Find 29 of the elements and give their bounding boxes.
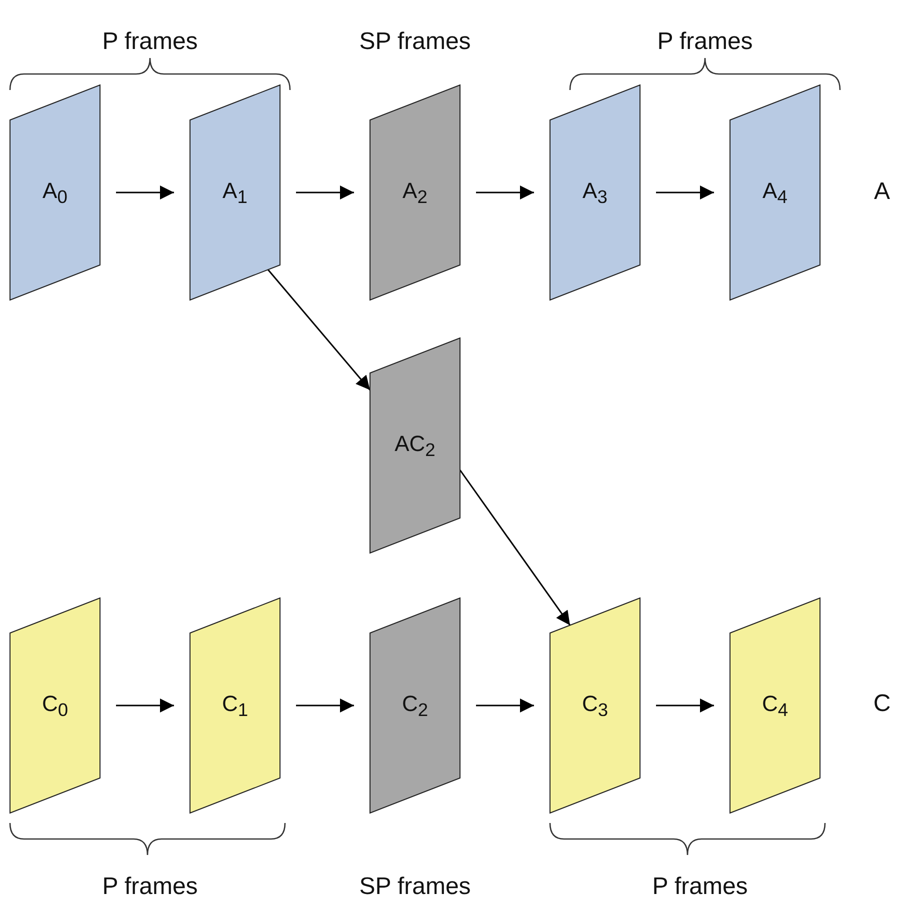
arrow [459, 470, 571, 626]
frame-label: A$_{2}$ [402, 177, 428, 208]
row-label: A [874, 178, 890, 206]
arrow [296, 186, 354, 200]
frame-label: A$_{4}$ [762, 177, 788, 208]
bracket-label: P frames [652, 873, 748, 901]
frame-label: A$_{1}$ [222, 177, 248, 208]
frame-label: C$_{0}$ [42, 690, 68, 721]
bracket-label: P frames [102, 28, 198, 56]
arrow [476, 698, 534, 712]
frame-label: A$_{3}$ [582, 177, 608, 208]
bracket-label: SP frames [359, 28, 471, 56]
arrow [116, 186, 174, 200]
arrow [476, 186, 534, 200]
frame-label: A$_{0}$ [42, 177, 68, 208]
arrow [656, 698, 714, 712]
bracket-label: P frames [102, 873, 198, 901]
arrow [656, 186, 714, 200]
bracket-label: SP frames [359, 873, 471, 901]
frame-label: AC$_{2}$ [394, 430, 436, 461]
arrow [296, 698, 354, 712]
frame-label: C$_{1}$ [222, 690, 248, 721]
bracket-label: P frames [657, 28, 753, 56]
arrow [116, 698, 174, 712]
row-label: C [873, 690, 891, 718]
frame-label: C$_{4}$ [762, 690, 788, 721]
frame-label: C$_{2}$ [402, 690, 428, 721]
arrow [267, 269, 371, 390]
frame-label: C$_{3}$ [582, 690, 608, 721]
